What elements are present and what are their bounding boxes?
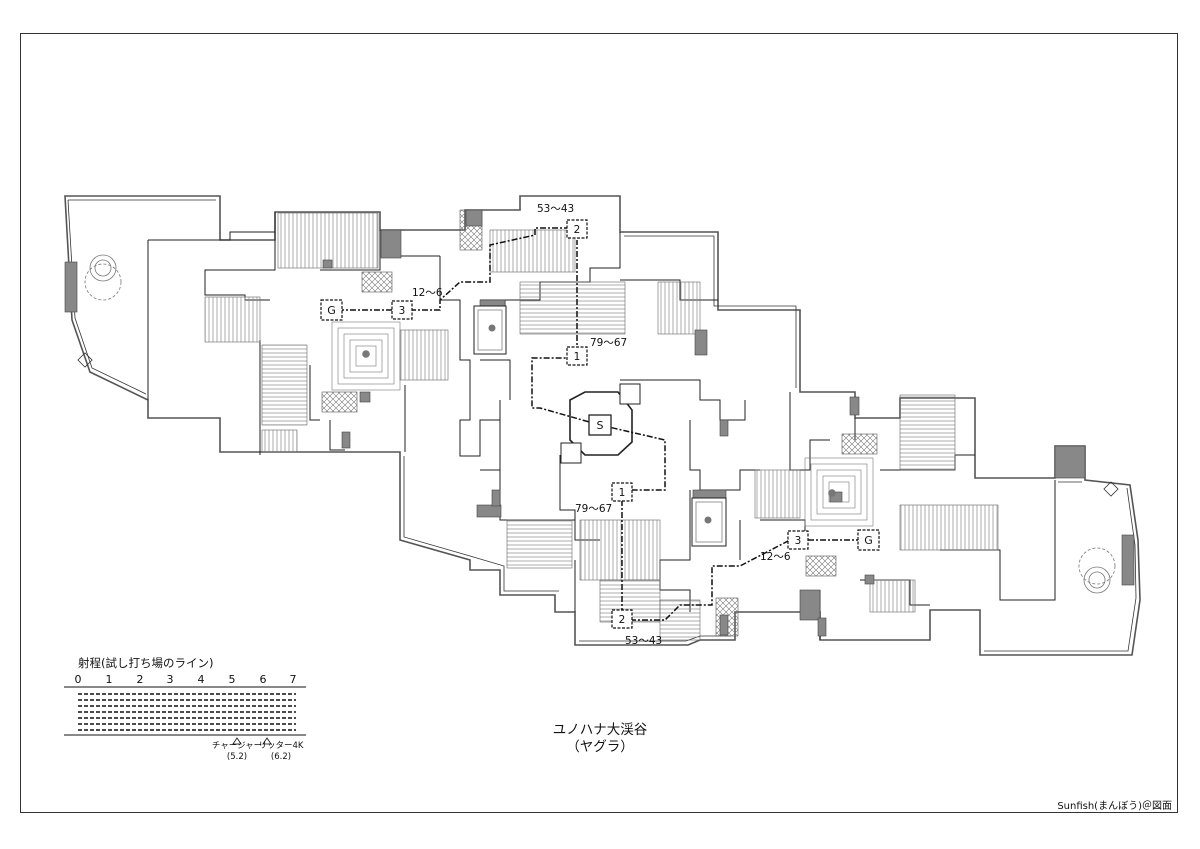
markers: S G G 1 2 3 1 2 xyxy=(320,219,880,629)
tower-left xyxy=(331,321,401,391)
spawn-right xyxy=(1078,481,1119,594)
stage-outline xyxy=(64,195,1141,656)
svg-text:G: G xyxy=(327,304,336,317)
checkpoint-north-1: 1 xyxy=(566,346,588,366)
svg-text:S: S xyxy=(597,419,604,432)
elevated-box-north xyxy=(473,305,507,355)
count-label-south-1: 79～67 xyxy=(575,503,612,515)
checkpoint-north-3: 3 xyxy=(391,300,413,320)
goal-marker-south: G xyxy=(857,529,880,551)
credit-text: Sunfish(まんぼう)＠図面 xyxy=(1057,801,1172,812)
svg-text:1: 1 xyxy=(574,351,581,363)
svg-text:G: G xyxy=(864,534,873,547)
range-tick: 3 xyxy=(166,673,174,686)
weapon-name: チャージャー xyxy=(211,741,263,751)
spawn-left xyxy=(77,254,122,368)
range-tick: 6 xyxy=(259,673,267,686)
count-label-north-1: 79～67 xyxy=(590,337,627,349)
stage-mode: （ヤグラ） xyxy=(566,739,634,755)
weapon-range: (5.2) xyxy=(226,752,248,762)
tower-right xyxy=(804,457,874,527)
weapon-name: リッター4K xyxy=(258,741,304,751)
svg-text:2: 2 xyxy=(574,224,581,236)
svg-text:1: 1 xyxy=(619,487,626,499)
stage-name: ユノハナ大渓谷 xyxy=(552,722,648,738)
svg-text:2: 2 xyxy=(619,614,626,626)
checkpoint-south-1: 1 xyxy=(611,482,633,502)
elevated-box-south xyxy=(691,497,727,547)
count-label-south-3: 12～6 xyxy=(760,551,791,563)
checkpoint-north-2: 2 xyxy=(566,219,588,239)
charger-range-marker xyxy=(232,737,242,745)
sponge-blocks xyxy=(321,209,878,637)
svg-text:3: 3 xyxy=(795,535,802,547)
weapon-charger: チャージャー (5.2) xyxy=(207,741,267,763)
count-label-north-2: 53～43 xyxy=(537,203,574,215)
range-legend-title: 射程(試し打ち場のライン) xyxy=(78,656,214,670)
goal-marker-north: G xyxy=(320,299,343,321)
checkpoint-south-2: 2 xyxy=(611,609,633,629)
count-label-south-2: 53～43 xyxy=(625,635,662,647)
range-tick: 5 xyxy=(228,673,236,686)
start-marker: S xyxy=(588,414,612,436)
weapon-liter: リッター4K (6.2) xyxy=(251,741,311,763)
range-tick: 1 xyxy=(105,673,113,686)
count-labels: 53～43 12～6 79～67 79～67 53～43 12～6 xyxy=(412,203,791,647)
range-tick: 2 xyxy=(136,673,144,686)
tower-path xyxy=(342,227,858,621)
ramps xyxy=(204,212,999,641)
range-legend-lines xyxy=(64,686,306,745)
center-platform xyxy=(560,383,641,464)
range-tick: 0 xyxy=(74,673,82,686)
range-tick: 7 xyxy=(289,673,297,686)
map-frame xyxy=(20,33,1178,813)
count-label-north-3: 12～6 xyxy=(412,287,443,299)
stage-title: ユノハナ大渓谷 （ヤグラ） xyxy=(520,722,680,756)
range-tick: 4 xyxy=(197,673,205,686)
checkpoint-south-3: 3 xyxy=(787,530,809,550)
weapon-range: (6.2) xyxy=(270,752,292,762)
liter-range-marker xyxy=(262,737,272,745)
svg-text:3: 3 xyxy=(399,305,406,317)
